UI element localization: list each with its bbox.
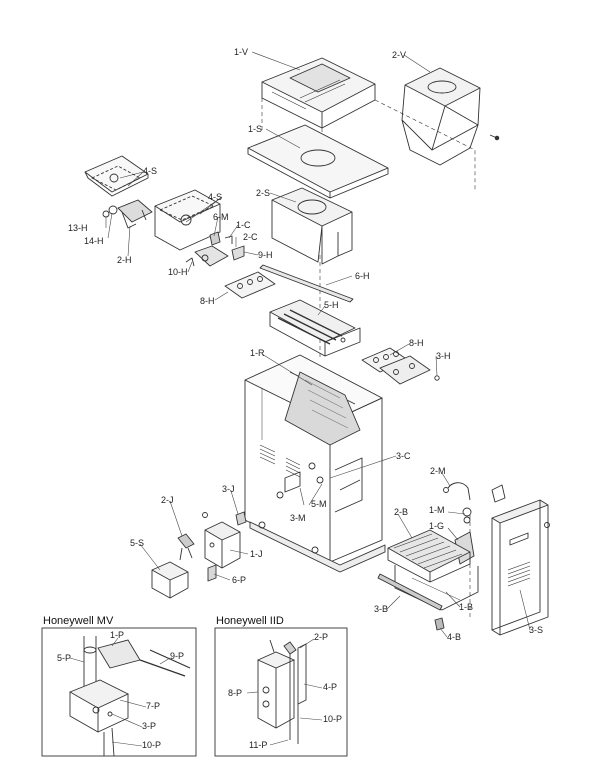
label-2-s: 2-S — [256, 188, 271, 198]
inset-iid-leaders — [246, 638, 323, 746]
inset-mv-label-7-p: 7-P — [146, 701, 161, 711]
inset-iid-title: Honeywell IID — [216, 615, 284, 627]
part-1-s-top-panel — [247, 124, 389, 199]
label-5-h: 5-H — [324, 300, 339, 310]
part-8-h-gasket-right — [361, 347, 440, 385]
label-8-h-upper: 8-H — [200, 296, 215, 306]
label-1-v: 1-V — [234, 47, 249, 57]
label-5-m: 5-M — [311, 499, 327, 509]
inset-mv-label-1-p: 1-P — [110, 630, 125, 640]
part-5-s-cover — [151, 561, 189, 599]
label-2-m: 2-M — [430, 466, 446, 476]
part-6-h-rod — [259, 264, 354, 303]
label-4-b: 4-B — [447, 632, 462, 642]
label-13-h: 13-H — [68, 223, 88, 233]
inset-mv-label-9-p: 9-P — [170, 651, 185, 661]
inset-mv-label-10-p: 10-P — [142, 740, 162, 750]
inset-iid-label-10-p: 10-P — [323, 714, 343, 724]
part-4-s-plate-left — [84, 155, 149, 197]
label-3-h: 3-H — [436, 351, 451, 361]
part-main-cabinet — [244, 354, 386, 573]
label-2-b: 2-B — [394, 507, 409, 517]
label-9-h: 9-H — [258, 250, 273, 260]
label-3-s: 3-S — [529, 625, 544, 635]
part-3-b-bar — [377, 573, 443, 611]
part-1-v-top-vent — [261, 57, 376, 129]
inset-mv-leaders — [69, 637, 171, 747]
part-2-s-heat-shield — [271, 187, 353, 265]
inset-iid-label-4-p: 4-P — [323, 682, 338, 692]
label-3-c: 3-C — [396, 451, 411, 461]
part-2-v-side-vent — [401, 67, 500, 166]
part-burner-controls — [185, 231, 245, 267]
part-4-s-plate-right — [154, 189, 221, 251]
label-2-v: 2-V — [392, 50, 407, 60]
part-8-h-gasket-upper — [224, 271, 276, 299]
part-4-b-nozzle — [434, 617, 445, 631]
label-5-s: 5-S — [130, 538, 145, 548]
label-3-b: 3-B — [374, 604, 389, 614]
label-6-h: 6-H — [355, 271, 370, 281]
part-3-s-side-panel — [491, 484, 550, 636]
label-2-h: 2-H — [117, 255, 132, 265]
label-4-s-right: 4-S — [208, 192, 223, 202]
leader-lines — [105, 51, 531, 638]
inset-mv-label-3-p: 3-P — [142, 721, 157, 731]
inset-mv-drawing — [41, 627, 197, 757]
label-1-c: 1-C — [236, 220, 251, 230]
label-8-h-right: 8-H — [409, 338, 424, 348]
label-14-h: 14-H — [84, 236, 104, 246]
part-1-j-bracket — [177, 511, 247, 569]
inset-mv-title: Honeywell MV — [43, 615, 114, 627]
inset-iid-drawing — [214, 627, 348, 757]
label-3-j: 3-J — [222, 484, 235, 494]
label-1-g: 1-G — [429, 521, 445, 531]
inset-iid-label-2-p: 2-P — [314, 632, 329, 642]
label-1-b: 1-B — [459, 602, 474, 612]
label-2-j: 2-J — [161, 495, 174, 505]
part-2-b-burner-tray — [387, 529, 479, 611]
label-1-j: 1-J — [250, 549, 263, 559]
inset-iid-label-8-p: 8-P — [228, 688, 243, 698]
label-3-m: 3-M — [290, 513, 306, 523]
inset-iid-label-11-p: 11-P — [249, 740, 268, 750]
label-4-s-left: 4-S — [143, 166, 158, 176]
label-2-c: 2-C — [243, 232, 258, 242]
label-6-p: 6-P — [232, 575, 247, 585]
inset-mv-label-5-p: 5-P — [57, 653, 72, 663]
label-1-m: 1-M — [429, 505, 445, 515]
part-2-h-hot-surface-assembly — [102, 199, 153, 229]
label-1-s: 1-S — [248, 124, 263, 134]
label-10-h: 10-H — [168, 267, 188, 277]
part-6-p-clip — [207, 564, 217, 582]
label-6-m: 6-M — [213, 212, 229, 222]
part-5-h-manifold — [269, 299, 361, 357]
label-1-r: 1-R — [250, 348, 265, 358]
